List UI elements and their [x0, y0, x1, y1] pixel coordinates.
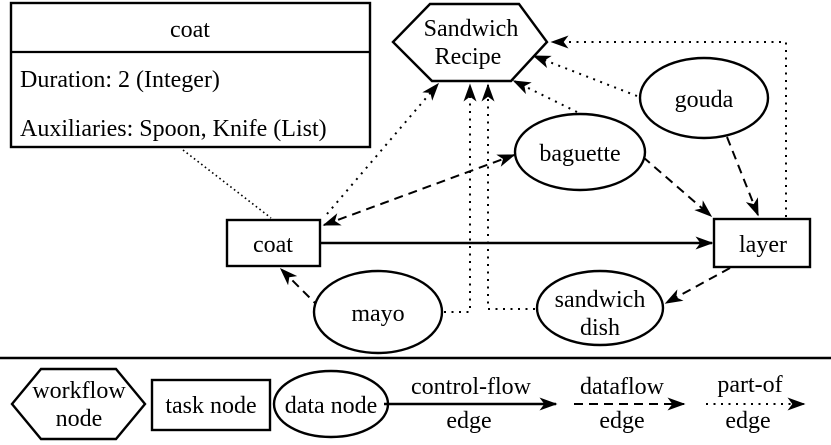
data-node-sandwich-dish-label-line1: sandwich — [555, 287, 646, 313]
data-node-baguette-ellipse — [513, 112, 647, 192]
legend-control-flow-label-line2: edge — [446, 408, 491, 434]
task-node-layer: layer — [712, 217, 812, 269]
task-node-layer-rect — [712, 217, 812, 269]
legend-task-node: task node — [150, 378, 272, 432]
legend-dataflow-label-line2: edge — [599, 408, 644, 434]
edge-partof-gouda-recipe — [532, 55, 638, 97]
legend-task-rect — [150, 378, 272, 432]
edge-dataflow-gouda-layer — [726, 136, 759, 217]
legend-data-label: data node — [285, 393, 378, 419]
edge-partof-baguette-recipe — [512, 80, 578, 113]
data-node-mayo-label: mayo — [351, 301, 404, 327]
workflow-node-hexagon — [391, 2, 549, 83]
detail-box-duration-field: Duration: 2 (Integer) — [20, 67, 220, 93]
detail-box: coat Duration: 2 (Integer) Auxiliaries: … — [9, 1, 372, 149]
task-node-coat-rect — [225, 218, 322, 268]
legend-control-flow-edge: control-flow edge — [384, 374, 558, 434]
workflow-node-sandwich-recipe: Sandwich Recipe — [391, 2, 549, 83]
data-node-sandwich-dish-label-line2: dish — [580, 315, 620, 341]
data-node-mayo-ellipse — [312, 269, 444, 355]
legend-dataflow-label-line1: dataflow — [580, 374, 665, 400]
legend-data-node: data node — [272, 369, 390, 439]
legend-workflow-hexagon — [10, 367, 147, 441]
data-node-mayo: mayo — [312, 269, 444, 355]
detail-box-title: coat — [170, 17, 210, 43]
data-node-sandwich-dish: sandwich dish — [535, 269, 665, 347]
legend-workflow-label-line1: workflow — [32, 378, 126, 404]
edge-dataflow-baguette-layer — [642, 156, 713, 217]
legend-workflow-label-line2: node — [56, 406, 103, 432]
edge-dataflow-layer-sandwich-dish — [664, 267, 731, 304]
legend-part-of-edge: part-of edge — [706, 372, 806, 434]
edge-partof-sandwich-dish-recipe — [481, 83, 535, 310]
data-node-baguette: baguette — [513, 112, 647, 192]
legend-control-flow-label-line1: control-flow — [411, 374, 532, 400]
edge-partof-layer-recipe — [550, 35, 787, 217]
task-node-coat-label: coat — [253, 232, 293, 258]
legend-part-of-label-line2: edge — [725, 408, 770, 434]
detail-box-frame — [9, 1, 372, 149]
detail-box-connector — [182, 149, 272, 219]
edge-partof-mayo-recipe — [444, 83, 477, 313]
data-node-gouda-label: gouda — [675, 87, 734, 113]
workflow-node-label-line2: Recipe — [435, 44, 502, 70]
task-node-layer-label: layer — [739, 232, 787, 258]
legend-task-label: task node — [165, 393, 256, 419]
data-node-gouda-ellipse — [638, 56, 770, 140]
data-node-baguette-label: baguette — [539, 141, 620, 167]
edge-dataflow-coat-baguette — [322, 154, 516, 226]
data-node-gouda: gouda — [638, 56, 770, 140]
edge-dataflow-mayo-coat — [279, 267, 321, 309]
legend-part-of-label-line1: part-of — [717, 372, 782, 398]
legend-workflow-node: workflow node — [10, 367, 147, 441]
workflow-node-label-line1: Sandwich — [424, 16, 519, 42]
task-node-coat: coat — [225, 218, 322, 268]
data-node-sandwich-dish-ellipse — [535, 269, 665, 347]
legend-dataflow-edge: dataflow edge — [574, 374, 686, 434]
detail-box-auxiliaries-field: Auxiliaries: Spoon, Knife (List) — [20, 116, 327, 142]
